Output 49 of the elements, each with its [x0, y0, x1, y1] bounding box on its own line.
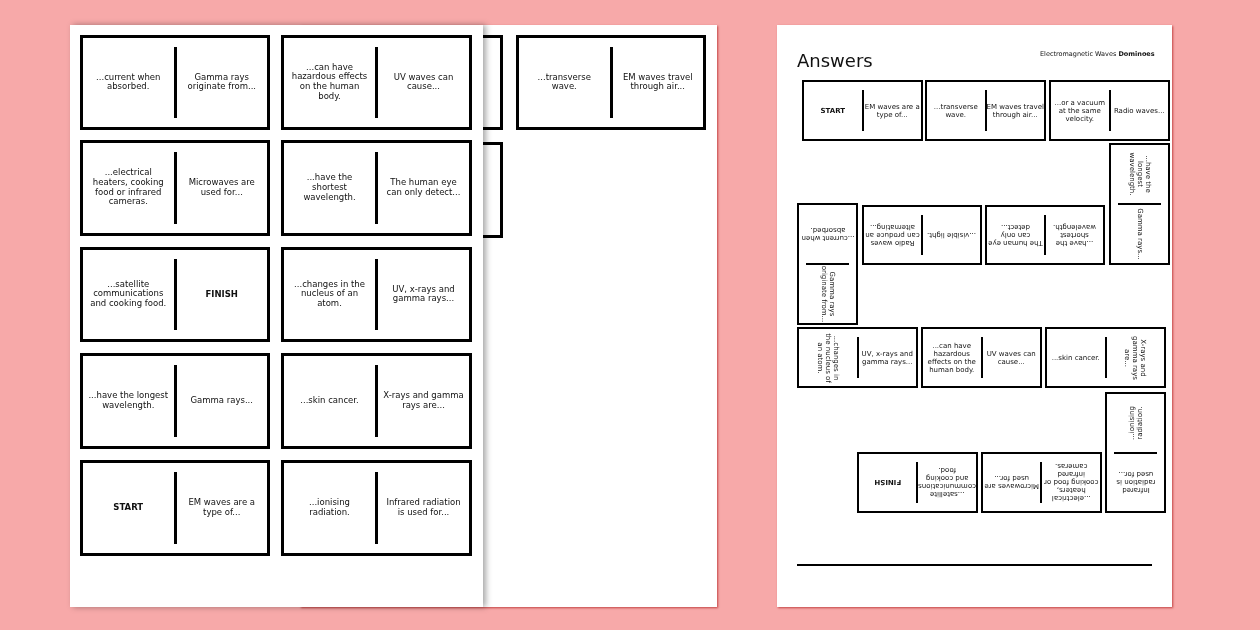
domino-text: ...can have hazardous effects on the human body.: [290, 62, 369, 103]
domino-card: [981, 452, 1102, 513]
domino-text: UV waves can cause...: [392, 72, 455, 93]
domino-card: [80, 353, 270, 449]
domino-text: START: [112, 503, 145, 513]
domino-text: ...current when absorbed.: [95, 72, 162, 93]
domino-text: ...ionising radiation.: [308, 498, 351, 518]
domino-card: [80, 140, 270, 236]
domino-card: [1109, 143, 1170, 265]
domino-text: ...changes in the nucleus of an atom.: [293, 279, 366, 310]
domino-text: ...have the longest wavelength.: [87, 391, 169, 411]
domino-text: X-rays and gamma rays are...: [382, 391, 465, 411]
domino-card: [1049, 80, 1170, 141]
domino-text: EM waves are a type of...: [187, 498, 257, 518]
domino-card: [1045, 327, 1166, 388]
domino-card: [281, 35, 472, 130]
domino-text: Infrared radiation is used for...: [385, 498, 462, 518]
domino-card: [802, 80, 923, 141]
domino-text: Gamma rays...: [189, 396, 254, 406]
page-title: Answers: [797, 50, 873, 71]
domino-card: [281, 247, 472, 342]
domino-card: [281, 460, 472, 556]
domino-text: ...skin cancer.: [299, 396, 360, 406]
domino-card: [281, 140, 472, 236]
domino-card: [797, 203, 858, 325]
domino-text: Microwaves are used for...: [187, 178, 256, 198]
domino-card: [985, 205, 1105, 265]
domino-card: [80, 460, 270, 556]
domino-text: FINISH: [204, 289, 239, 300]
domino-card: [797, 327, 918, 388]
domino-card: [925, 80, 1046, 141]
domino-text: Gamma rays originate from...: [186, 72, 258, 93]
domino-card: [80, 35, 270, 130]
domino-text: The human eye can only detect...: [385, 178, 462, 198]
domino-card: [857, 452, 978, 513]
domino-text: ...have the shortest wavelength.: [302, 173, 357, 203]
domino-card: [281, 353, 472, 449]
domino-card: [483, 35, 503, 130]
domino-card: [483, 142, 503, 238]
domino-card: [516, 35, 706, 130]
domino-text: ...satellite communications and cooking food.: [89, 279, 168, 310]
domino-text: ...transverse wave.: [536, 72, 592, 93]
domino-text: UV, x-rays and gamma rays...: [391, 284, 456, 305]
domino-card: [921, 327, 1042, 388]
domino-text: ...electrical heaters, cooking food or infrared cameras.: [91, 168, 165, 208]
domino-text: EM waves travel through air...: [621, 72, 694, 93]
domino-card: [862, 205, 982, 265]
domino-card: [1105, 392, 1166, 513]
domino-card: [80, 247, 270, 342]
